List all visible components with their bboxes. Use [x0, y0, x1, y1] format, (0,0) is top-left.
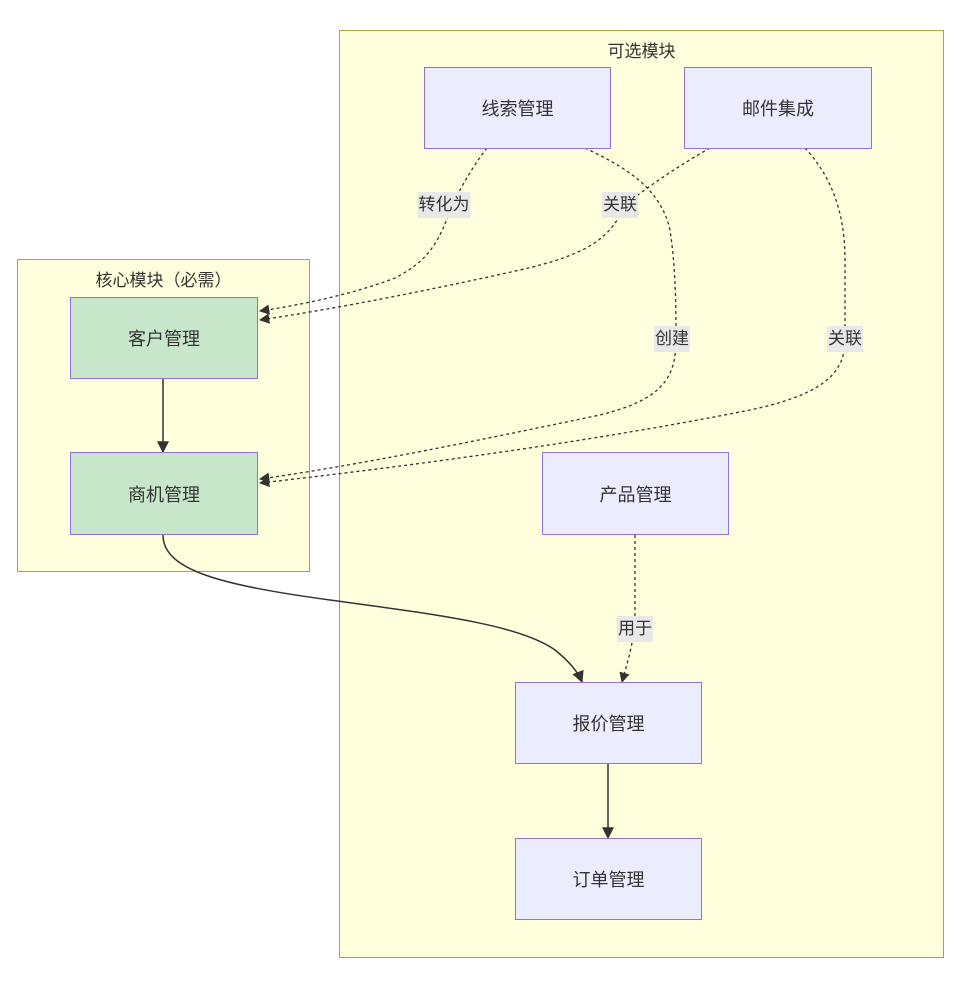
edge-lead-customer	[258, 147, 488, 315]
edge-label-lead-opportunity: 创建	[654, 326, 690, 352]
edge-email-customer	[258, 147, 711, 324]
cluster-title: 可选模块	[607, 42, 676, 62]
node-label: 线索管理	[481, 99, 554, 120]
node-customer-management[interactable]: 客户管理	[70, 297, 258, 379]
node-label: 报价管理	[572, 714, 645, 735]
edge-label-email-opportunity: 关联	[827, 326, 863, 352]
node-email-integration[interactable]: 邮件集成	[684, 67, 872, 149]
node-label: 产品管理	[599, 484, 672, 506]
node-label: 订单管理	[572, 870, 645, 891]
node-label: 客户管理	[128, 329, 200, 350]
edge-email-opportunity	[258, 147, 846, 488]
node-quote-management[interactable]: 报价管理	[515, 682, 702, 764]
node-lead-management[interactable]: 线索管理	[424, 67, 611, 149]
node-order-management[interactable]: 订单管理	[515, 838, 702, 920]
edge-product-quote	[619, 535, 636, 684]
node-product-management[interactable]: 产品管理	[542, 452, 729, 535]
edge-label-lead-customer: 转化为	[417, 192, 471, 218]
node-label: 邮件集成	[742, 99, 814, 120]
node-label: 商机管理	[128, 484, 200, 506]
edge-lead-opportunity	[258, 147, 677, 483]
edge-label-email-customer: 关联	[602, 192, 638, 218]
edge-label-product-quote: 用于	[617, 616, 653, 642]
edge-opportunity-quote	[162, 534, 584, 684]
node-opportunity-management[interactable]: 商机管理	[70, 452, 258, 535]
cluster-title: 核心模块（必需）	[95, 271, 232, 291]
